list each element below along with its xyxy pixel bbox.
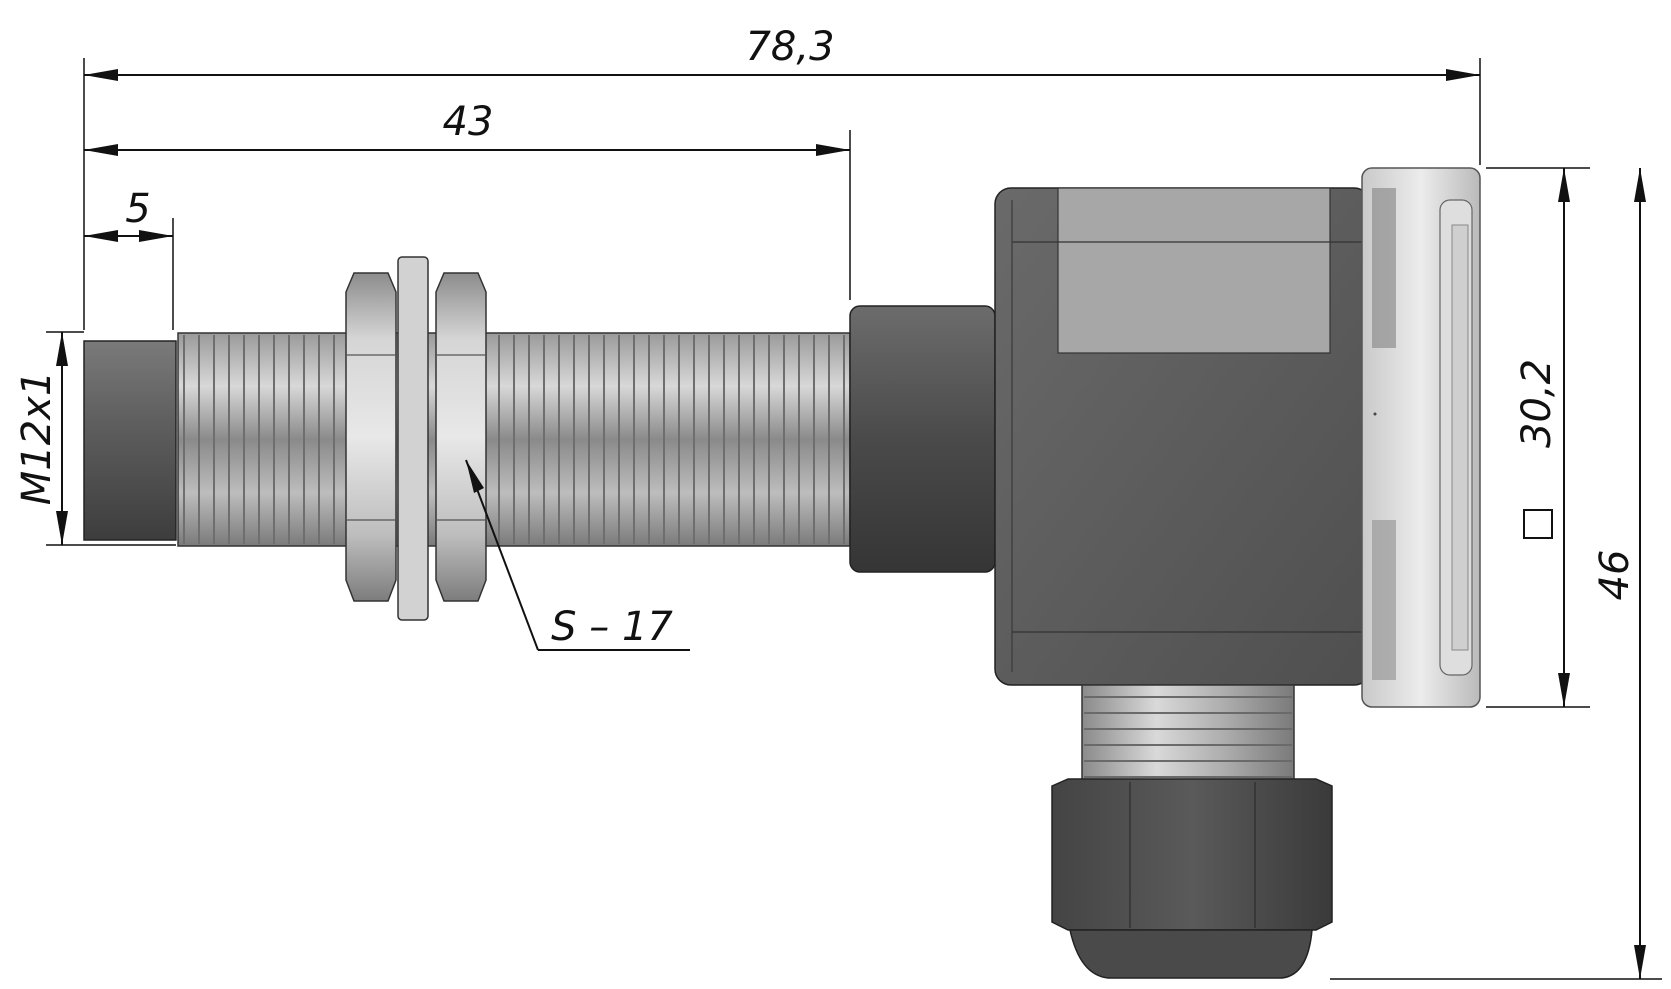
lock-nut-left (345, 272, 397, 602)
sensor-nose (83, 340, 177, 541)
dimension-sensor-length (84, 144, 850, 156)
label-wrench-size: S – 17 (551, 604, 673, 650)
thread-ribs (183, 335, 845, 544)
lock-washer (397, 256, 429, 621)
dimension-nose-length (84, 230, 173, 242)
label-total-height: 46 (1592, 550, 1638, 601)
cable-gland-thread (1081, 684, 1295, 781)
dimension-thread-diameter (56, 332, 68, 545)
housing-label-plate (1057, 187, 1331, 354)
lock-nut-right (435, 272, 487, 602)
leader-wrench-size (465, 459, 690, 651)
label-thread-size: M12x1 (14, 371, 60, 506)
label-nose-length: 5 (125, 186, 150, 232)
label-sensor-length: 43 (443, 99, 494, 145)
dimension-total-height (1634, 168, 1646, 979)
connector-housing (994, 167, 1481, 979)
sensor-collar (849, 305, 996, 573)
gland-thread-ribs (1084, 696, 1292, 778)
housing-cap (1361, 167, 1481, 708)
cable-gland-nut (1051, 778, 1333, 979)
label-housing-square-group: 30,2 (1514, 359, 1560, 539)
square-symbol-icon (1523, 509, 1553, 539)
dimension-housing-square (1558, 168, 1570, 707)
label-housing-square: 30,2 (1514, 359, 1560, 448)
dimension-overall-length (84, 69, 1480, 81)
sensor-body (83, 256, 996, 621)
dimension-lines (46, 58, 1662, 980)
label-overall-length: 78,3 (745, 24, 834, 70)
